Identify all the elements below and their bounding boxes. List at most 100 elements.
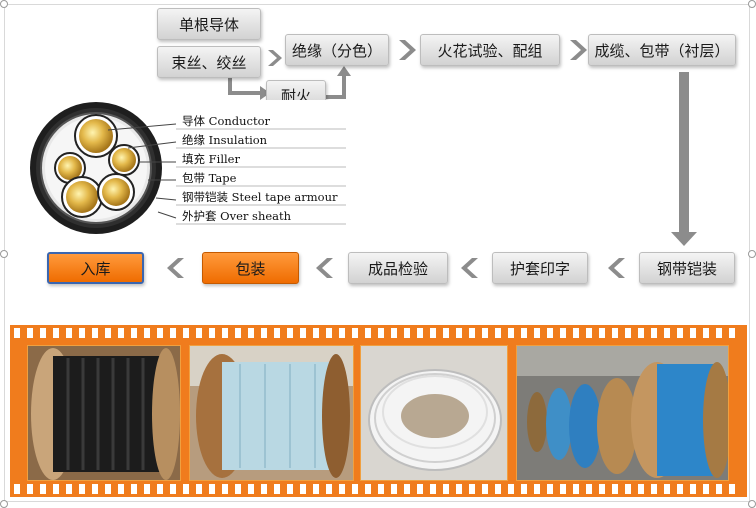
down-arrow-head xyxy=(671,232,697,246)
film-perforation xyxy=(391,328,397,338)
box-sheath-print[interactable]: 护套印字 xyxy=(492,252,588,284)
film-perforation xyxy=(677,328,683,338)
film-perforation xyxy=(443,328,449,338)
film-perforation xyxy=(625,328,631,338)
film-perforation xyxy=(521,484,527,494)
film-perforation xyxy=(118,328,124,338)
film-perforation xyxy=(79,328,85,338)
film-perforation xyxy=(677,484,683,494)
photo-warehouse-reels[interactable] xyxy=(516,345,729,481)
film-perforation xyxy=(157,484,163,494)
film-perforation xyxy=(573,328,579,338)
film-perforation xyxy=(599,328,605,338)
selection-handle-left[interactable] xyxy=(0,250,8,258)
film-perforation xyxy=(222,484,228,494)
film-perforation xyxy=(716,328,722,338)
film-perforation xyxy=(456,328,462,338)
film-perforation xyxy=(248,484,254,494)
film-perforation xyxy=(14,484,20,494)
film-perforation xyxy=(417,484,423,494)
film-perforation xyxy=(534,484,540,494)
film-perforation xyxy=(638,484,644,494)
connector-fireproof-insulation xyxy=(326,74,346,99)
box-insulation[interactable]: 绝缘（分色） xyxy=(285,34,389,66)
film-perforation xyxy=(183,328,189,338)
film-perforation xyxy=(586,328,592,338)
film-perforation xyxy=(651,484,657,494)
film-perforation xyxy=(703,328,709,338)
film-perforation xyxy=(92,484,98,494)
film-perforation xyxy=(92,328,98,338)
film-perforation xyxy=(131,484,137,494)
film-perforation xyxy=(300,484,306,494)
legend-label-filler: 填充 Filler xyxy=(182,152,240,166)
photo-wrapped-cable-reel[interactable] xyxy=(189,345,354,481)
box-packaging[interactable]: 包装 xyxy=(202,252,299,284)
arrowhead-insulation xyxy=(337,66,351,76)
film-perforation xyxy=(274,328,280,338)
film-perforation xyxy=(703,484,709,494)
film-perforation xyxy=(690,328,696,338)
film-perforation xyxy=(118,484,124,494)
down-arrow-shaft xyxy=(679,72,689,234)
chevron-sheath-to-inspection xyxy=(461,258,478,278)
film-perforations-top xyxy=(10,328,747,338)
film-perforation xyxy=(573,484,579,494)
film-perforation xyxy=(495,484,501,494)
film-perforation xyxy=(612,484,618,494)
film-perforation xyxy=(729,328,735,338)
film-perforation xyxy=(40,328,46,338)
film-perforation xyxy=(365,328,371,338)
film-perforation xyxy=(625,484,631,494)
film-perforation xyxy=(79,484,85,494)
film-perforation xyxy=(261,328,267,338)
film-perforation xyxy=(664,484,670,494)
film-perforation xyxy=(391,484,397,494)
film-perforation xyxy=(105,484,111,494)
box-armour[interactable]: 钢带铠装 xyxy=(639,252,735,284)
box-inspection[interactable]: 成品检验 xyxy=(348,252,448,284)
film-perforation xyxy=(599,484,605,494)
film-perforation xyxy=(339,328,345,338)
photo-white-cable-coil[interactable] xyxy=(360,345,508,481)
film-perforation xyxy=(378,328,384,338)
cable-cross-section-illustration xyxy=(30,102,346,234)
film-perforation xyxy=(27,484,33,494)
box-cabling[interactable]: 成缆、包带（衬层） xyxy=(588,34,736,66)
film-perforation xyxy=(183,484,189,494)
film-perforation xyxy=(378,484,384,494)
film-perforation xyxy=(430,484,436,494)
film-perforation xyxy=(222,328,228,338)
film-perforation xyxy=(339,484,345,494)
film-perforation xyxy=(209,328,215,338)
film-perforation xyxy=(612,328,618,338)
photo-black-cable-reel[interactable] xyxy=(27,345,181,481)
film-perforation xyxy=(40,484,46,494)
box-single-conductor[interactable]: 单根导体 xyxy=(157,8,261,40)
film-perforation xyxy=(560,484,566,494)
chevron-insulation-to-spark xyxy=(399,40,416,60)
cable-cross-section-panel: 导体 Conductor 绝缘 Insulation 填充 Filler 包带 … xyxy=(16,100,356,236)
film-perforation xyxy=(313,484,319,494)
film-perforation xyxy=(196,328,202,338)
box-spark-test[interactable]: 火花试验、配组 xyxy=(420,34,560,66)
film-perforation xyxy=(105,328,111,338)
film-perforation xyxy=(469,484,475,494)
film-perforation xyxy=(261,484,267,494)
box-warehouse[interactable]: 入库 xyxy=(47,252,144,284)
chevron-inspection-to-packaging xyxy=(316,258,333,278)
film-perforation xyxy=(638,328,644,338)
film-perforation xyxy=(508,328,514,338)
film-perforation xyxy=(404,484,410,494)
film-perforation xyxy=(534,328,540,338)
box-stranding[interactable]: 束丝、绞丝 xyxy=(157,46,261,78)
legend-label-tape: 包带 Tape xyxy=(182,171,237,185)
film-perforation xyxy=(404,328,410,338)
film-perforation xyxy=(326,328,332,338)
film-perforation xyxy=(690,484,696,494)
film-perforations-bottom xyxy=(10,484,747,494)
selection-handle-top-left[interactable] xyxy=(0,0,8,8)
film-perforation xyxy=(508,484,514,494)
film-perforation xyxy=(664,328,670,338)
